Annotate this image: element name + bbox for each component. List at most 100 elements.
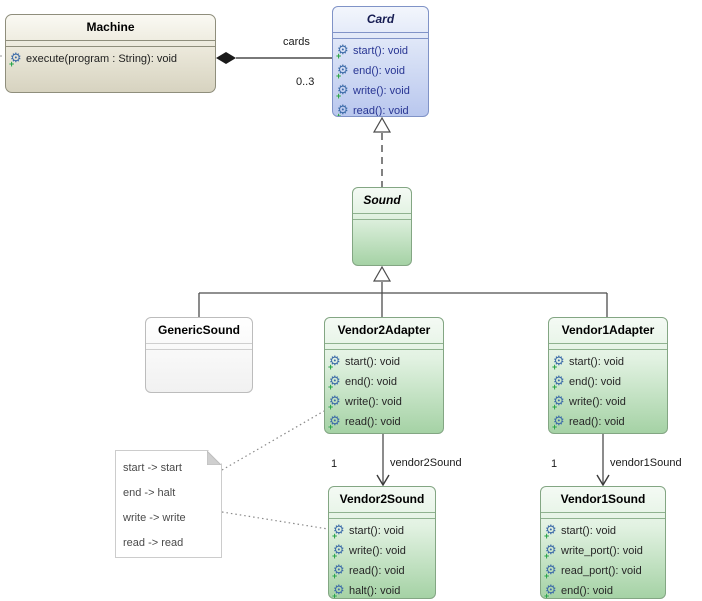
method-row[interactable]: ⚙+ start(): void (552, 352, 667, 373)
method-label: read(): void (349, 565, 405, 577)
methods-compartment: ⚙+ execute(program : String): void (6, 47, 215, 92)
class-title: Vendor1Sound (541, 487, 665, 513)
class-card[interactable]: Card ⚙+ start(): void ⚙+ end(): void ⚙+ … (332, 6, 429, 117)
method-label: start(): void (561, 525, 617, 537)
generalization-triangle (372, 265, 392, 282)
method-label: end(): void (561, 585, 613, 597)
method-label: read(): void (569, 416, 625, 428)
gear-add-icon: ⚙+ (332, 522, 345, 542)
gear-add-icon: ⚙+ (336, 42, 349, 62)
generalization-bus[interactable] (198, 282, 608, 317)
composition-diamond (216, 52, 236, 64)
open-arrowhead-vendor2 (376, 474, 390, 487)
gear-add-icon: ⚙+ (328, 353, 341, 373)
method-label: execute(program : String): void (26, 53, 178, 65)
gear-add-icon: ⚙+ (552, 413, 565, 433)
class-sound[interactable]: Sound (352, 187, 412, 266)
attributes-compartment (541, 513, 665, 519)
method-label: write_port(): void (561, 545, 643, 557)
methods-compartment: ⚙+ start(): void ⚙+ end(): void ⚙+ write… (549, 350, 667, 433)
gear-add-icon: ⚙+ (544, 562, 557, 582)
class-vendor2sound[interactable]: Vendor2Sound ⚙+ start(): void ⚙+ write()… (328, 486, 436, 599)
methods-compartment: ⚙+ start(): void ⚙+ end(): void ⚙+ write… (325, 350, 443, 433)
method-row[interactable]: ⚙+ halt(): void (332, 581, 435, 599)
association-role-vendor1sound: vendor1Sound (610, 457, 682, 469)
gear-add-icon: ⚙+ (332, 582, 345, 599)
method-row[interactable]: ⚙+ read(): void (332, 561, 435, 582)
gear-add-icon: ⚙+ (332, 562, 345, 582)
method-row[interactable]: ⚙+ execute(program : String): void (9, 49, 215, 70)
gear-add-icon: ⚙+ (332, 542, 345, 562)
attributes-compartment (6, 41, 215, 47)
attributes-compartment (333, 33, 428, 39)
gear-add-icon: ⚙+ (544, 542, 557, 562)
method-label: write(): void (353, 85, 410, 97)
class-title: Machine (6, 15, 215, 41)
class-vendor2adapter[interactable]: Vendor2Adapter ⚙+ start(): void ⚙+ end()… (324, 317, 444, 434)
method-row[interactable]: ⚙+ start(): void (332, 521, 435, 542)
class-title: Card (333, 7, 428, 33)
methods-compartment: ⚙+ start(): void ⚙+ write(): void ⚙+ rea… (329, 519, 435, 599)
gear-add-icon: ⚙+ (9, 50, 22, 70)
method-label: start(): void (345, 356, 401, 368)
method-row[interactable]: ⚙+ write_port(): void (544, 541, 665, 562)
method-row[interactable]: ⚙+ end(): void (336, 61, 428, 82)
method-row[interactable]: ⚙+ end(): void (544, 581, 665, 599)
gear-add-icon: ⚙+ (552, 353, 565, 373)
gear-add-icon: ⚙+ (544, 522, 557, 542)
note-mapping[interactable]: start -> start end -> halt write -> writ… (115, 450, 222, 558)
method-row[interactable]: ⚙+ end(): void (328, 372, 443, 393)
methods-compartment (353, 220, 411, 265)
gear-add-icon: ⚙+ (552, 393, 565, 413)
note-line: write -> write (123, 512, 186, 524)
gear-add-icon: ⚙+ (544, 582, 557, 599)
method-row[interactable]: ⚙+ write(): void (336, 81, 428, 102)
class-title: Vendor1Adapter (549, 318, 667, 344)
method-row[interactable]: ⚙+ write(): void (328, 392, 443, 413)
method-label: write(): void (569, 396, 626, 408)
attributes-compartment (325, 344, 443, 350)
method-label: read(): void (345, 416, 401, 428)
method-label: start(): void (349, 525, 405, 537)
method-label: read(): void (353, 105, 409, 117)
class-vendor1sound[interactable]: Vendor1Sound ⚙+ start(): void ⚙+ write_p… (540, 486, 666, 599)
note-line: start -> start (123, 462, 182, 474)
gear-add-icon: ⚙+ (336, 62, 349, 82)
class-title: Sound (353, 188, 411, 214)
attributes-compartment (146, 344, 252, 350)
method-row[interactable]: ⚙+ start(): void (544, 521, 665, 542)
method-row[interactable]: ⚙+ end(): void (552, 372, 667, 393)
method-label: start(): void (569, 356, 625, 368)
method-label: write(): void (345, 396, 402, 408)
method-row[interactable]: ⚙+ read(): void (336, 101, 428, 117)
open-arrowhead-vendor1 (596, 474, 610, 487)
method-label: read_port(): void (561, 565, 642, 577)
association-role-vendor2sound: vendor2Sound (390, 457, 462, 469)
class-genericsound[interactable]: GenericSound (145, 317, 253, 393)
note-anchor-vendor2adapter (221, 410, 325, 471)
gear-add-icon: ⚙+ (552, 373, 565, 393)
methods-compartment: ⚙+ start(): void ⚙+ end(): void ⚙+ write… (333, 39, 428, 117)
realization-triangle (372, 116, 392, 133)
attributes-compartment (549, 344, 667, 350)
class-title: Vendor2Sound (329, 487, 435, 513)
class-vendor1adapter[interactable]: Vendor1Adapter ⚙+ start(): void ⚙+ end()… (548, 317, 668, 434)
multiplicity-vendor1: 1 (551, 458, 558, 470)
gear-add-icon: ⚙+ (328, 393, 341, 413)
method-row[interactable]: ⚙+ read(): void (328, 412, 443, 433)
note-line: read -> read (123, 537, 184, 549)
method-row[interactable]: ⚙+ read_port(): void (544, 561, 665, 582)
method-label: end(): void (353, 65, 405, 77)
method-label: halt(): void (349, 585, 401, 597)
note-anchor-vendor2sound (221, 511, 329, 530)
method-row[interactable]: ⚙+ start(): void (328, 352, 443, 373)
method-row[interactable]: ⚙+ write(): void (332, 541, 435, 562)
method-row[interactable]: ⚙+ read(): void (552, 412, 667, 433)
class-machine[interactable]: Machine ⚙+ execute(program : String): vo… (5, 14, 216, 93)
method-row[interactable]: ⚙+ start(): void (336, 41, 428, 62)
method-row[interactable]: ⚙+ write(): void (552, 392, 667, 413)
gear-add-icon: ⚙+ (328, 413, 341, 433)
gear-add-icon: ⚙+ (336, 82, 349, 102)
attributes-compartment (353, 214, 411, 220)
